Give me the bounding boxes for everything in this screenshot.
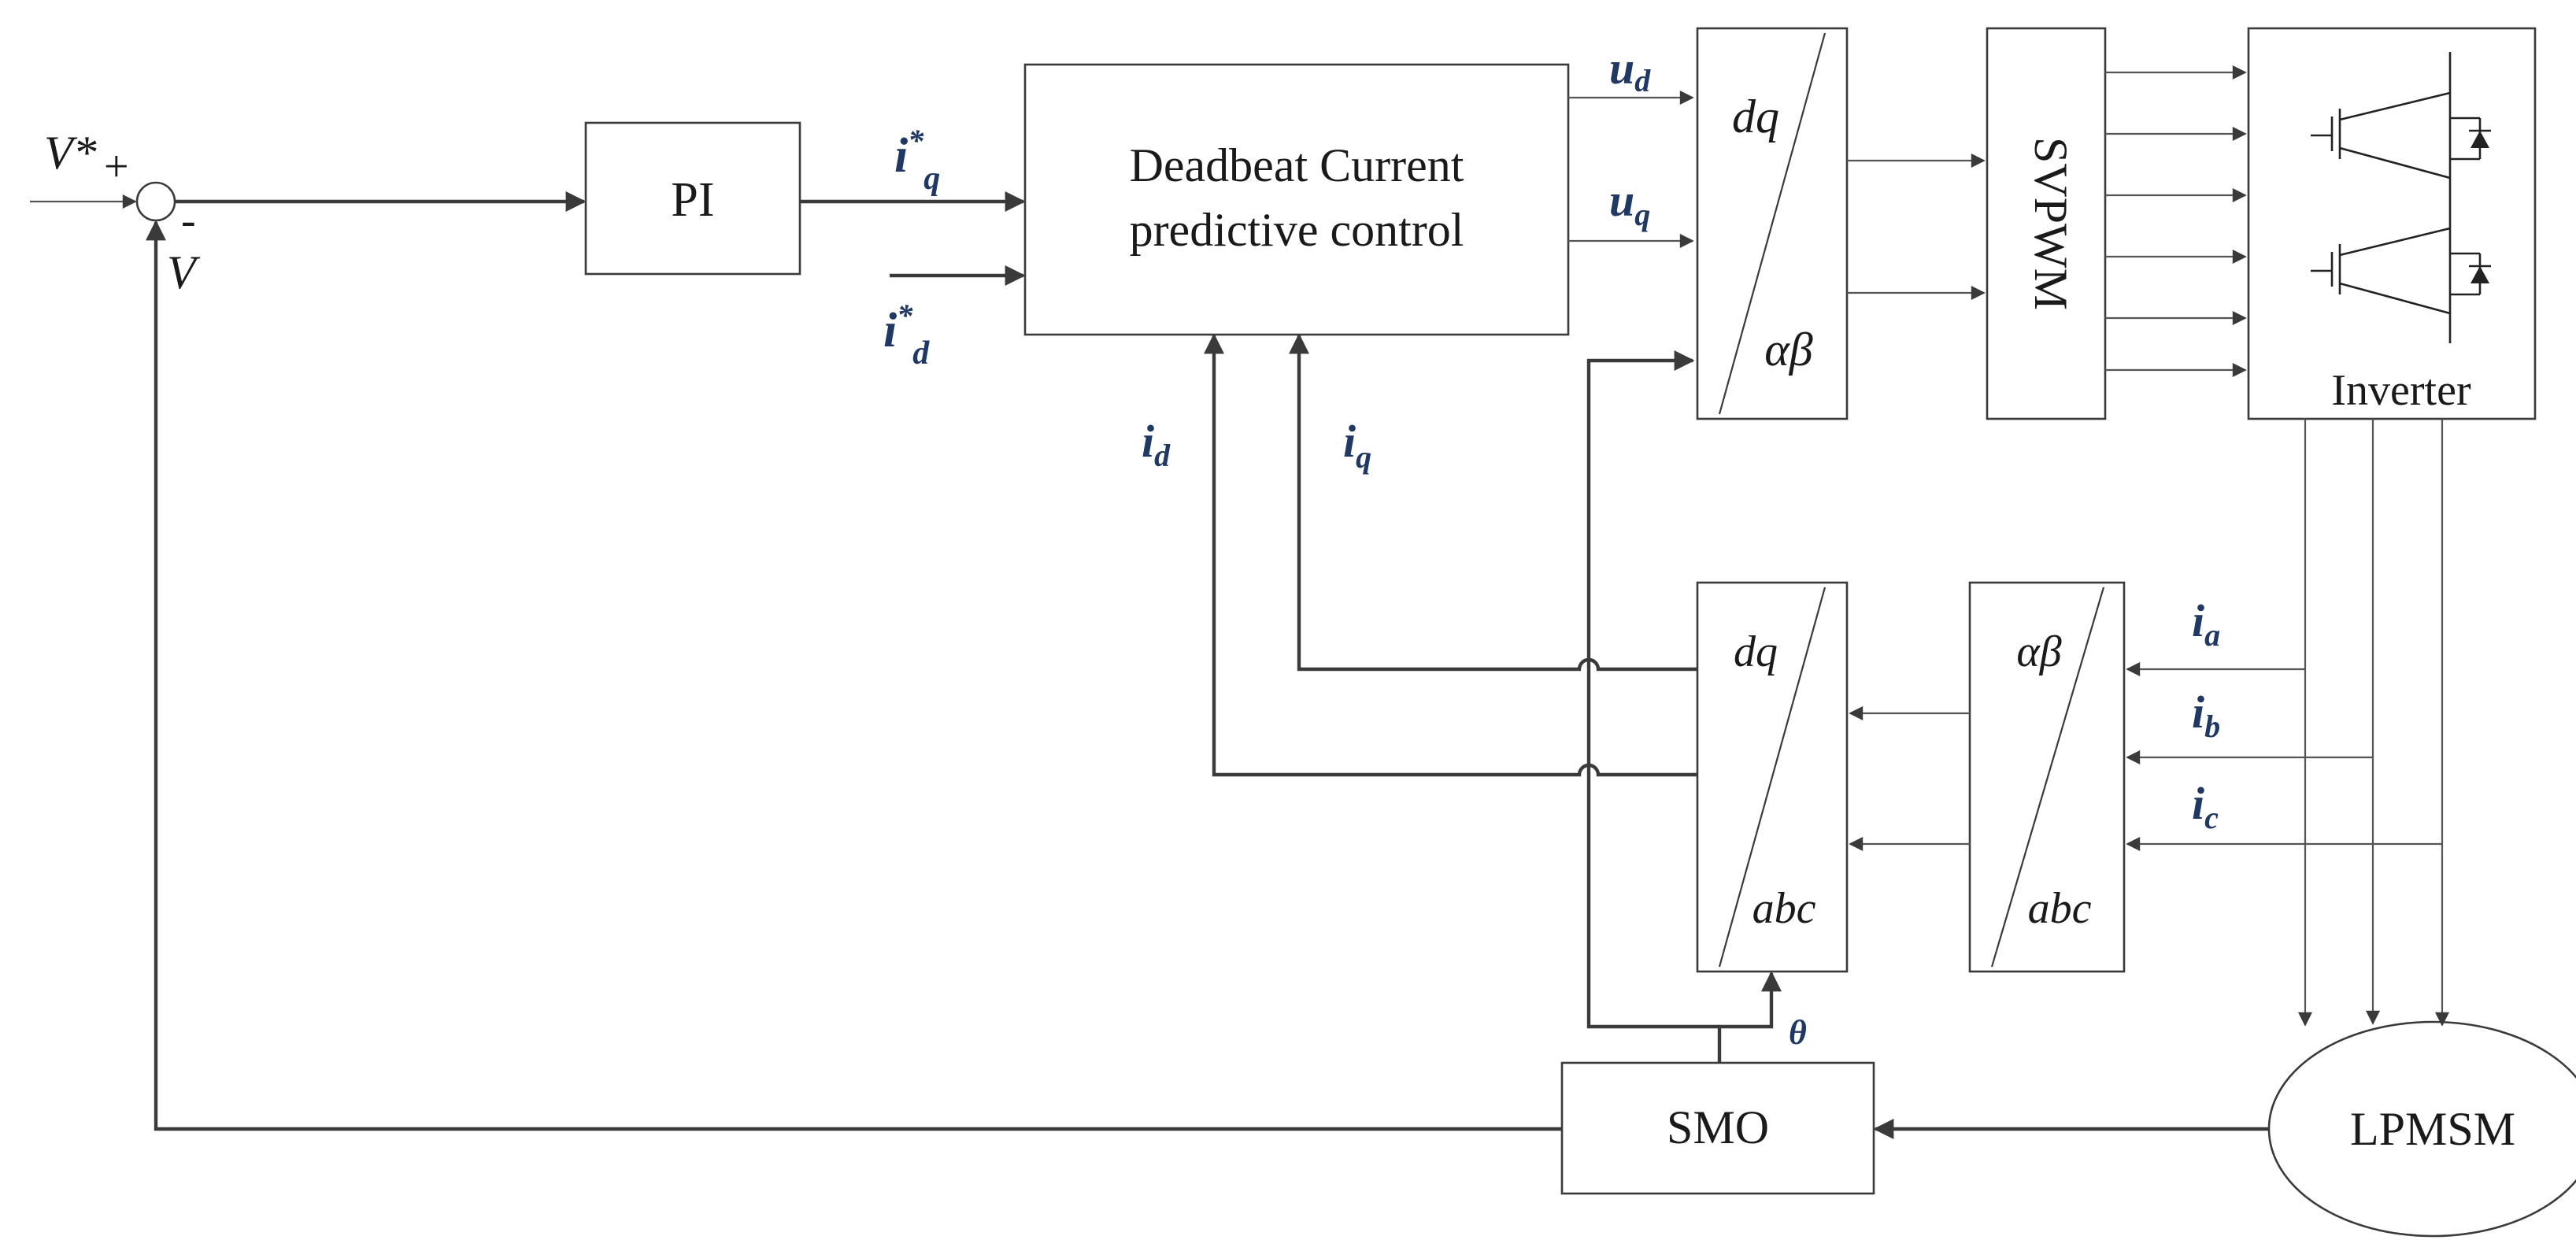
ic-label: ic — [2192, 778, 2219, 835]
dq-abc-bottom-label: abc — [1752, 884, 1816, 933]
iq-feedback-wire — [1289, 333, 1697, 672]
lpmsm-motor: LPMSM — [2267, 1020, 2576, 1238]
deadbeat-label-line1: Deadbeat Current — [1130, 139, 1464, 191]
svpwm-label: SVPWM — [2025, 137, 2077, 310]
smo-label: SMO — [1667, 1101, 1769, 1153]
dq-abc-top-label: dq — [1734, 627, 1778, 676]
reference-speed-label: V* — [44, 127, 97, 179]
inverter-block: Inverter — [2247, 27, 2537, 420]
deadbeat-label-line2: predictive control — [1130, 204, 1464, 256]
smo-block: SMO — [1560, 1061, 1875, 1195]
iq-feedback-label: iq — [1343, 416, 1371, 475]
ib-label: ib — [2192, 687, 2220, 744]
diode-icon — [2450, 117, 2491, 296]
pwm-signal-wires — [2105, 65, 2247, 377]
ia-label: ia — [2192, 595, 2220, 653]
id-reference-label: i*d — [883, 298, 930, 372]
inverter-label: Inverter — [2331, 366, 2471, 415]
feedback-speed-label: V — [167, 246, 201, 298]
alphabeta-abc-bottom-label: abc — [2028, 884, 2092, 933]
theta-to-dq-abc-wire — [1717, 971, 1782, 1063]
dq-alphabeta-bottom-label: αβ — [1764, 324, 1812, 376]
id-feedback-wire — [1204, 333, 1697, 777]
alphabeta-to-abc-block: αβ abc — [1968, 581, 2126, 973]
phase-output-wires — [2298, 419, 2449, 1027]
alphabeta-abc-top-label: αβ — [2016, 627, 2061, 676]
dq-to-alphabeta-block: dq αβ — [1696, 27, 1849, 420]
dq-alphabeta-top-label: dq — [1732, 91, 1779, 142]
deadbeat-block: Deadbeat Current predictive control — [1023, 63, 1570, 336]
lpmsm-label: LPMSM — [2350, 1103, 2515, 1155]
svpwm-block: SVPWM — [1986, 27, 2107, 420]
ud-label: ud — [1609, 43, 1651, 98]
theta-to-dq-alphabeta-wire — [1586, 350, 1719, 1029]
uq-label: uq — [1609, 175, 1650, 232]
speed-feedback-wire — [146, 220, 1562, 1131]
plus-sign: + — [104, 142, 129, 191]
pi-label: PI — [671, 173, 714, 227]
theta-label: θ — [1789, 1013, 1807, 1052]
current-sense-wires — [2126, 662, 2442, 851]
id-feedback-label: id — [1142, 416, 1171, 473]
iq-reference-label: i*q — [894, 123, 940, 197]
minus-sign: - — [181, 196, 196, 245]
pi-block: PI — [584, 121, 801, 276]
summing-junction: V* + - V — [44, 127, 201, 298]
dq-to-abc-block: dq abc — [1696, 581, 1849, 973]
